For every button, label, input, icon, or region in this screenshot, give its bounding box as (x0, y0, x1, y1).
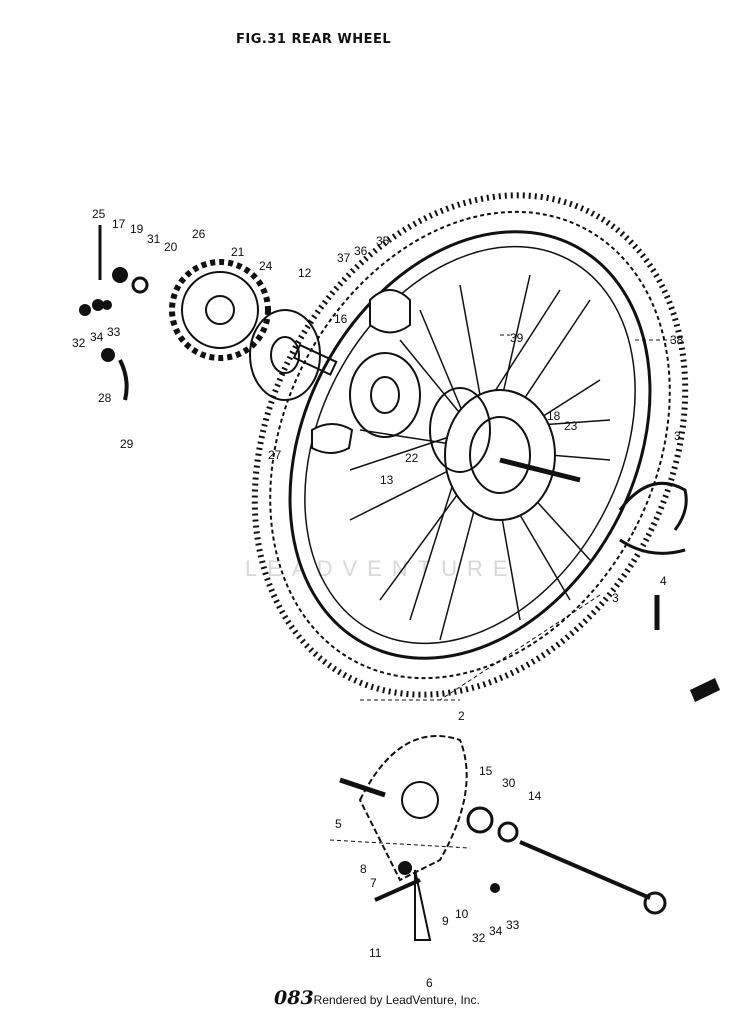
callout-35: 35 (376, 234, 390, 248)
small-parts (79, 225, 720, 893)
callouts: 25 17 19 31 20 26 21 24 12 37 36 35 32 3… (72, 207, 684, 990)
footer: 083Rendered by LeadVenture, Inc. (274, 987, 480, 1009)
axle (519, 840, 667, 915)
brake-panel (339, 735, 468, 941)
damper (349, 352, 421, 438)
callout-10: 10 (455, 907, 469, 921)
callout-33b: 33 (506, 918, 520, 932)
callout-19: 19 (130, 222, 144, 236)
callout-38: 38 (670, 333, 684, 347)
callout-6: 6 (426, 976, 433, 990)
callout-28: 28 (98, 391, 112, 405)
callout-14: 14 (528, 789, 542, 803)
callout-31: 31 (147, 232, 161, 246)
callout-23: 23 (564, 419, 578, 433)
callout-21: 21 (231, 245, 245, 259)
callout-24: 24 (259, 259, 273, 273)
callout-11: 11 (369, 946, 382, 960)
callout-32b: 32 (472, 931, 486, 945)
callout-18: 18 (547, 409, 561, 423)
figure-title: FIG.31 REAR WHEEL (236, 32, 392, 47)
drive-carrier (249, 309, 338, 401)
callout-5: 5 (335, 817, 342, 831)
callout-15: 15 (479, 764, 493, 778)
leader-lines (329, 334, 672, 849)
callout-27: 27 (268, 448, 282, 462)
hub (429, 387, 581, 521)
sprocket (169, 259, 271, 361)
callout-13: 13 (380, 473, 394, 487)
callout-32: 32 (72, 336, 86, 350)
callout-20: 20 (164, 240, 178, 254)
callout-36: 36 (354, 244, 368, 258)
callout-30: 30 (502, 776, 516, 790)
callout-37: 37 (337, 251, 351, 265)
callout-29: 29 (120, 437, 134, 451)
callout-26: 26 (192, 227, 206, 241)
callout-8: 8 (360, 862, 367, 876)
callout-34b: 34 (489, 924, 503, 938)
callout-2: 2 (458, 709, 465, 723)
rendered-by-text: Rendered by LeadVenture, Inc. (313, 993, 480, 1007)
callout-4: 4 (660, 574, 667, 588)
callout-3a: 3 (674, 429, 681, 443)
callout-17: 17 (112, 217, 126, 231)
callout-3b: 3 (612, 591, 619, 605)
callout-12: 12 (298, 266, 312, 280)
callout-39: 39 (510, 331, 524, 345)
brake-shoes (618, 481, 688, 630)
page-number: 083 (274, 987, 314, 1009)
callout-22: 22 (405, 451, 419, 465)
callout-33: 33 (107, 325, 121, 339)
callout-9: 9 (442, 914, 449, 928)
callout-7: 7 (370, 876, 377, 890)
callout-25: 25 (92, 207, 106, 221)
callout-16: 16 (334, 312, 348, 326)
watermark: LEADVENTURE (245, 556, 518, 581)
callout-34: 34 (90, 330, 104, 344)
rim-band (311, 289, 411, 454)
